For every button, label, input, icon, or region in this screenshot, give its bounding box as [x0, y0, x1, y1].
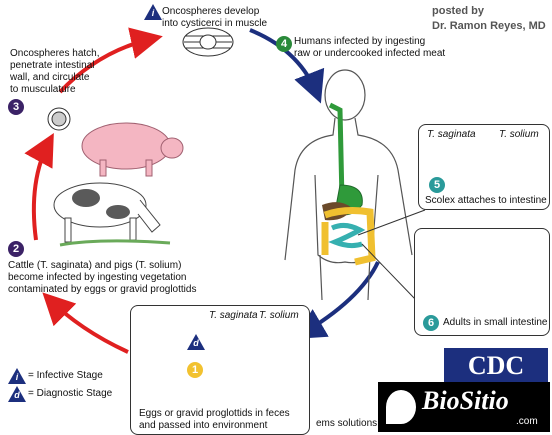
biositio-icon: [386, 390, 416, 424]
footer-text: ems solutions international: [316, 418, 435, 429]
esophagus: [328, 102, 345, 201]
arrow-3-to-cyst: [58, 27, 163, 94]
legend-infective-label: = Infective Stage: [28, 370, 103, 381]
scolex-box: T. saginata T. solium 5 Scolex attaches …: [418, 124, 550, 210]
cow-image: [53, 182, 171, 247]
stage-4-text: Humans infected by ingesting raw or unde…: [294, 36, 446, 59]
arrow-1-to-2: [42, 292, 129, 354]
stage-1-text: Eggs or gravid proglottids in feces and …: [139, 408, 290, 431]
stage-4-badge: 4: [276, 36, 292, 52]
stage-6-badge: 6: [423, 315, 439, 331]
biositio-logo: BioSitio .com: [378, 382, 550, 432]
stage-5-badge: 5: [429, 177, 445, 193]
large-intestine: [321, 207, 376, 266]
stage-3-badge: 3: [8, 99, 24, 115]
legend-infective-marker: i: [8, 368, 26, 384]
stage-5-text: Scolex attaches to intestine: [425, 195, 547, 206]
cysticerci-text: Oncospheres develop into cysticerci in m…: [162, 6, 268, 29]
cysticerci-muscle: [182, 27, 234, 57]
adults-box: 6 Adults in small intestine: [414, 228, 550, 336]
posted-by-line1: posted by: [432, 5, 484, 17]
eggs-box: T. saginata T. solium d 1 Eggs or gravid…: [130, 305, 310, 435]
posted-by-line2: Dr. Ramon Reyes, MD: [432, 20, 546, 32]
stage-6-text: Adults in small intestine: [443, 317, 548, 328]
cdc-logo: CDC: [444, 348, 548, 384]
stage-1-badge: 1: [187, 362, 203, 378]
arrow-2-to-3: [24, 132, 54, 241]
posted-by: posted by Dr. Ramon Reyes, MD: [432, 4, 546, 34]
stage-2-text: Cattle (T. saginata) and pigs (T. solium…: [8, 260, 197, 295]
stage-2-badge: 2: [8, 241, 24, 257]
eggs-saginata-label: T. saginata: [209, 310, 258, 321]
species-saginata-label: T. saginata: [427, 129, 476, 140]
arrow-cyst-to-4: [249, 28, 325, 104]
species-solium-label: T. solium: [499, 129, 539, 140]
eggs-solium-label: T. solium: [259, 310, 299, 321]
stage-3-text: Oncospheres hatch, penetrate intestinal …: [10, 48, 100, 95]
legend-diagnostic-label: = Diagnostic Stage: [28, 388, 113, 399]
oncosphere-image: [47, 107, 71, 131]
human-figure: [284, 69, 413, 301]
legend-diagnostic-marker: d: [8, 386, 26, 402]
diagnostic-marker-box: d: [187, 334, 205, 350]
pig-image: [81, 122, 184, 177]
arrow-human-to-1: [293, 261, 380, 340]
small-intestine: [328, 222, 366, 249]
infective-marker-top: i: [144, 4, 162, 20]
